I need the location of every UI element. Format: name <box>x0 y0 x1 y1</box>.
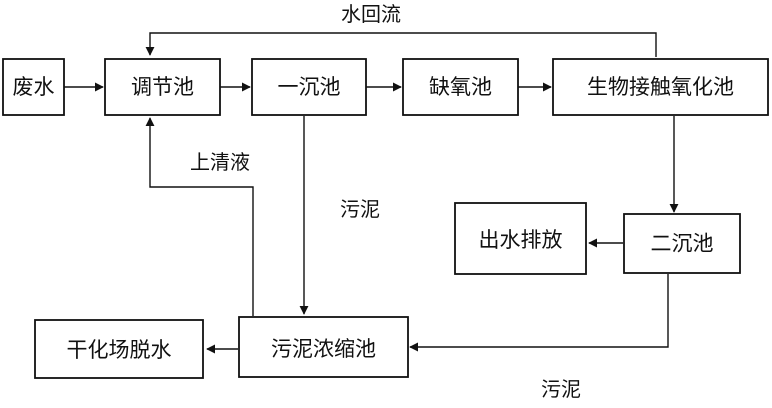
arrow-secondary-sludge-to-thickener <box>409 274 669 352</box>
node-secondary-clarifier: 二沉池 <box>623 213 741 274</box>
node-secondary-clarifier-label: 二沉池 <box>651 232 714 256</box>
node-contact-oxidation-tank: 生物接触氧化池 <box>552 58 769 116</box>
node-anoxic-tank: 缺氧池 <box>402 58 519 116</box>
node-primary-clarifier: 一沉池 <box>251 58 367 116</box>
node-drying-bed-dewatering: 干化场脱水 <box>34 319 204 379</box>
arrow-supernatant-to-equalization <box>145 117 254 316</box>
node-contact-oxidation-tank-label: 生物接触氧化池 <box>587 75 734 99</box>
node-effluent-discharge: 出水排放 <box>454 202 587 275</box>
node-wastewater-label: 废水 <box>13 75 55 99</box>
edge-label-primary-sludge: 污泥 <box>340 197 380 221</box>
node-drying-bed-dewatering-label: 干化场脱水 <box>67 338 172 362</box>
node-effluent-discharge-label: 出水排放 <box>479 228 563 252</box>
edge-label-secondary-sludge: 污泥 <box>541 377 581 401</box>
edge-label-water-return: 水回流 <box>341 2 401 26</box>
connectors <box>64 32 679 354</box>
node-equalization-tank: 调节池 <box>104 58 221 116</box>
edge-label-supernatant: 上清液 <box>190 150 250 174</box>
node-sludge-thickener: 污泥浓缩池 <box>238 316 409 378</box>
node-equalization-tank-label: 调节池 <box>131 75 194 99</box>
node-primary-clarifier-label: 一沉池 <box>278 75 341 99</box>
node-anoxic-tank-label: 缺氧池 <box>429 75 492 99</box>
node-wastewater: 废水 <box>2 58 65 116</box>
arrow-water-return <box>145 32 657 57</box>
node-sludge-thickener-label: 污泥浓缩池 <box>271 337 376 361</box>
